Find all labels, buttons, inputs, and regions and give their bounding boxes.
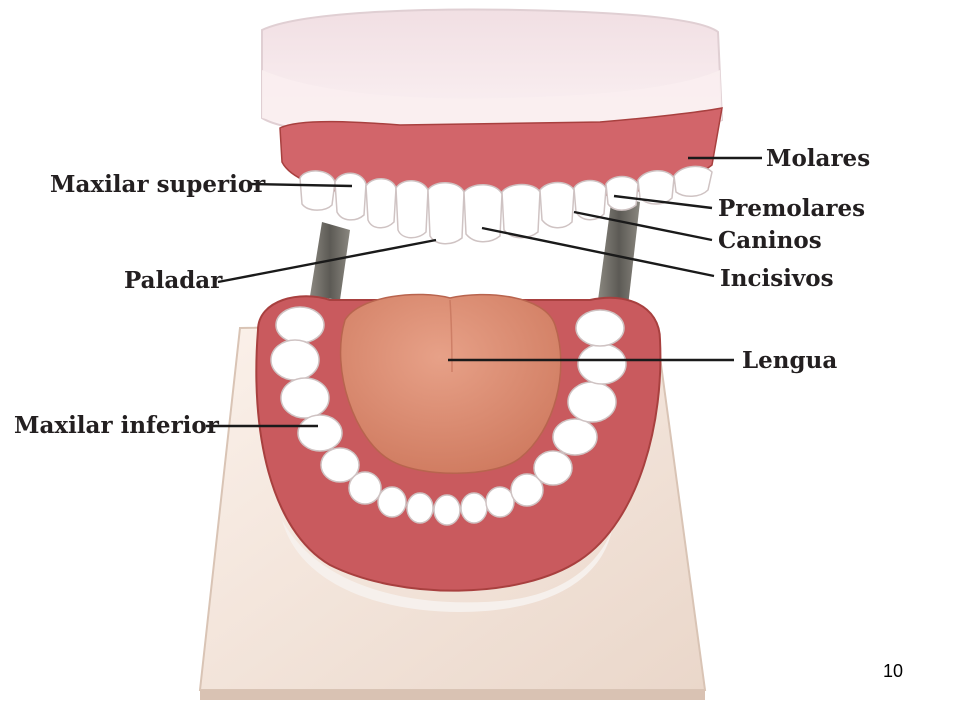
- label-lengua: Lengua: [742, 347, 837, 374]
- leader-maxilar-superior: [249, 182, 353, 188]
- label-maxilar-superior: Maxilar superior: [50, 171, 266, 198]
- diagram-labels: Maxilar superior Paladar Maxilar inferio…: [14, 145, 870, 439]
- leader-caninos: [573, 210, 713, 242]
- upper-jaw: [261, 8, 724, 245]
- tongue: [339, 293, 562, 474]
- upper-teeth: [299, 165, 713, 245]
- lower-jaw: [255, 293, 662, 612]
- page-number: 10: [883, 661, 903, 681]
- leader-paladar: [217, 238, 437, 284]
- label-paladar: Paladar: [124, 267, 223, 294]
- leader-premolares: [613, 194, 713, 210]
- lower-teeth: [270, 306, 627, 526]
- label-caninos: Caninos: [718, 227, 822, 254]
- label-incisivos: Incisivos: [720, 265, 834, 292]
- label-premolares: Premolares: [718, 195, 865, 222]
- leader-lines: [206, 156, 762, 428]
- leader-incisivos: [481, 226, 715, 278]
- label-molares: Molares: [766, 145, 870, 172]
- label-maxilar-inferior: Maxilar inferior: [14, 412, 220, 439]
